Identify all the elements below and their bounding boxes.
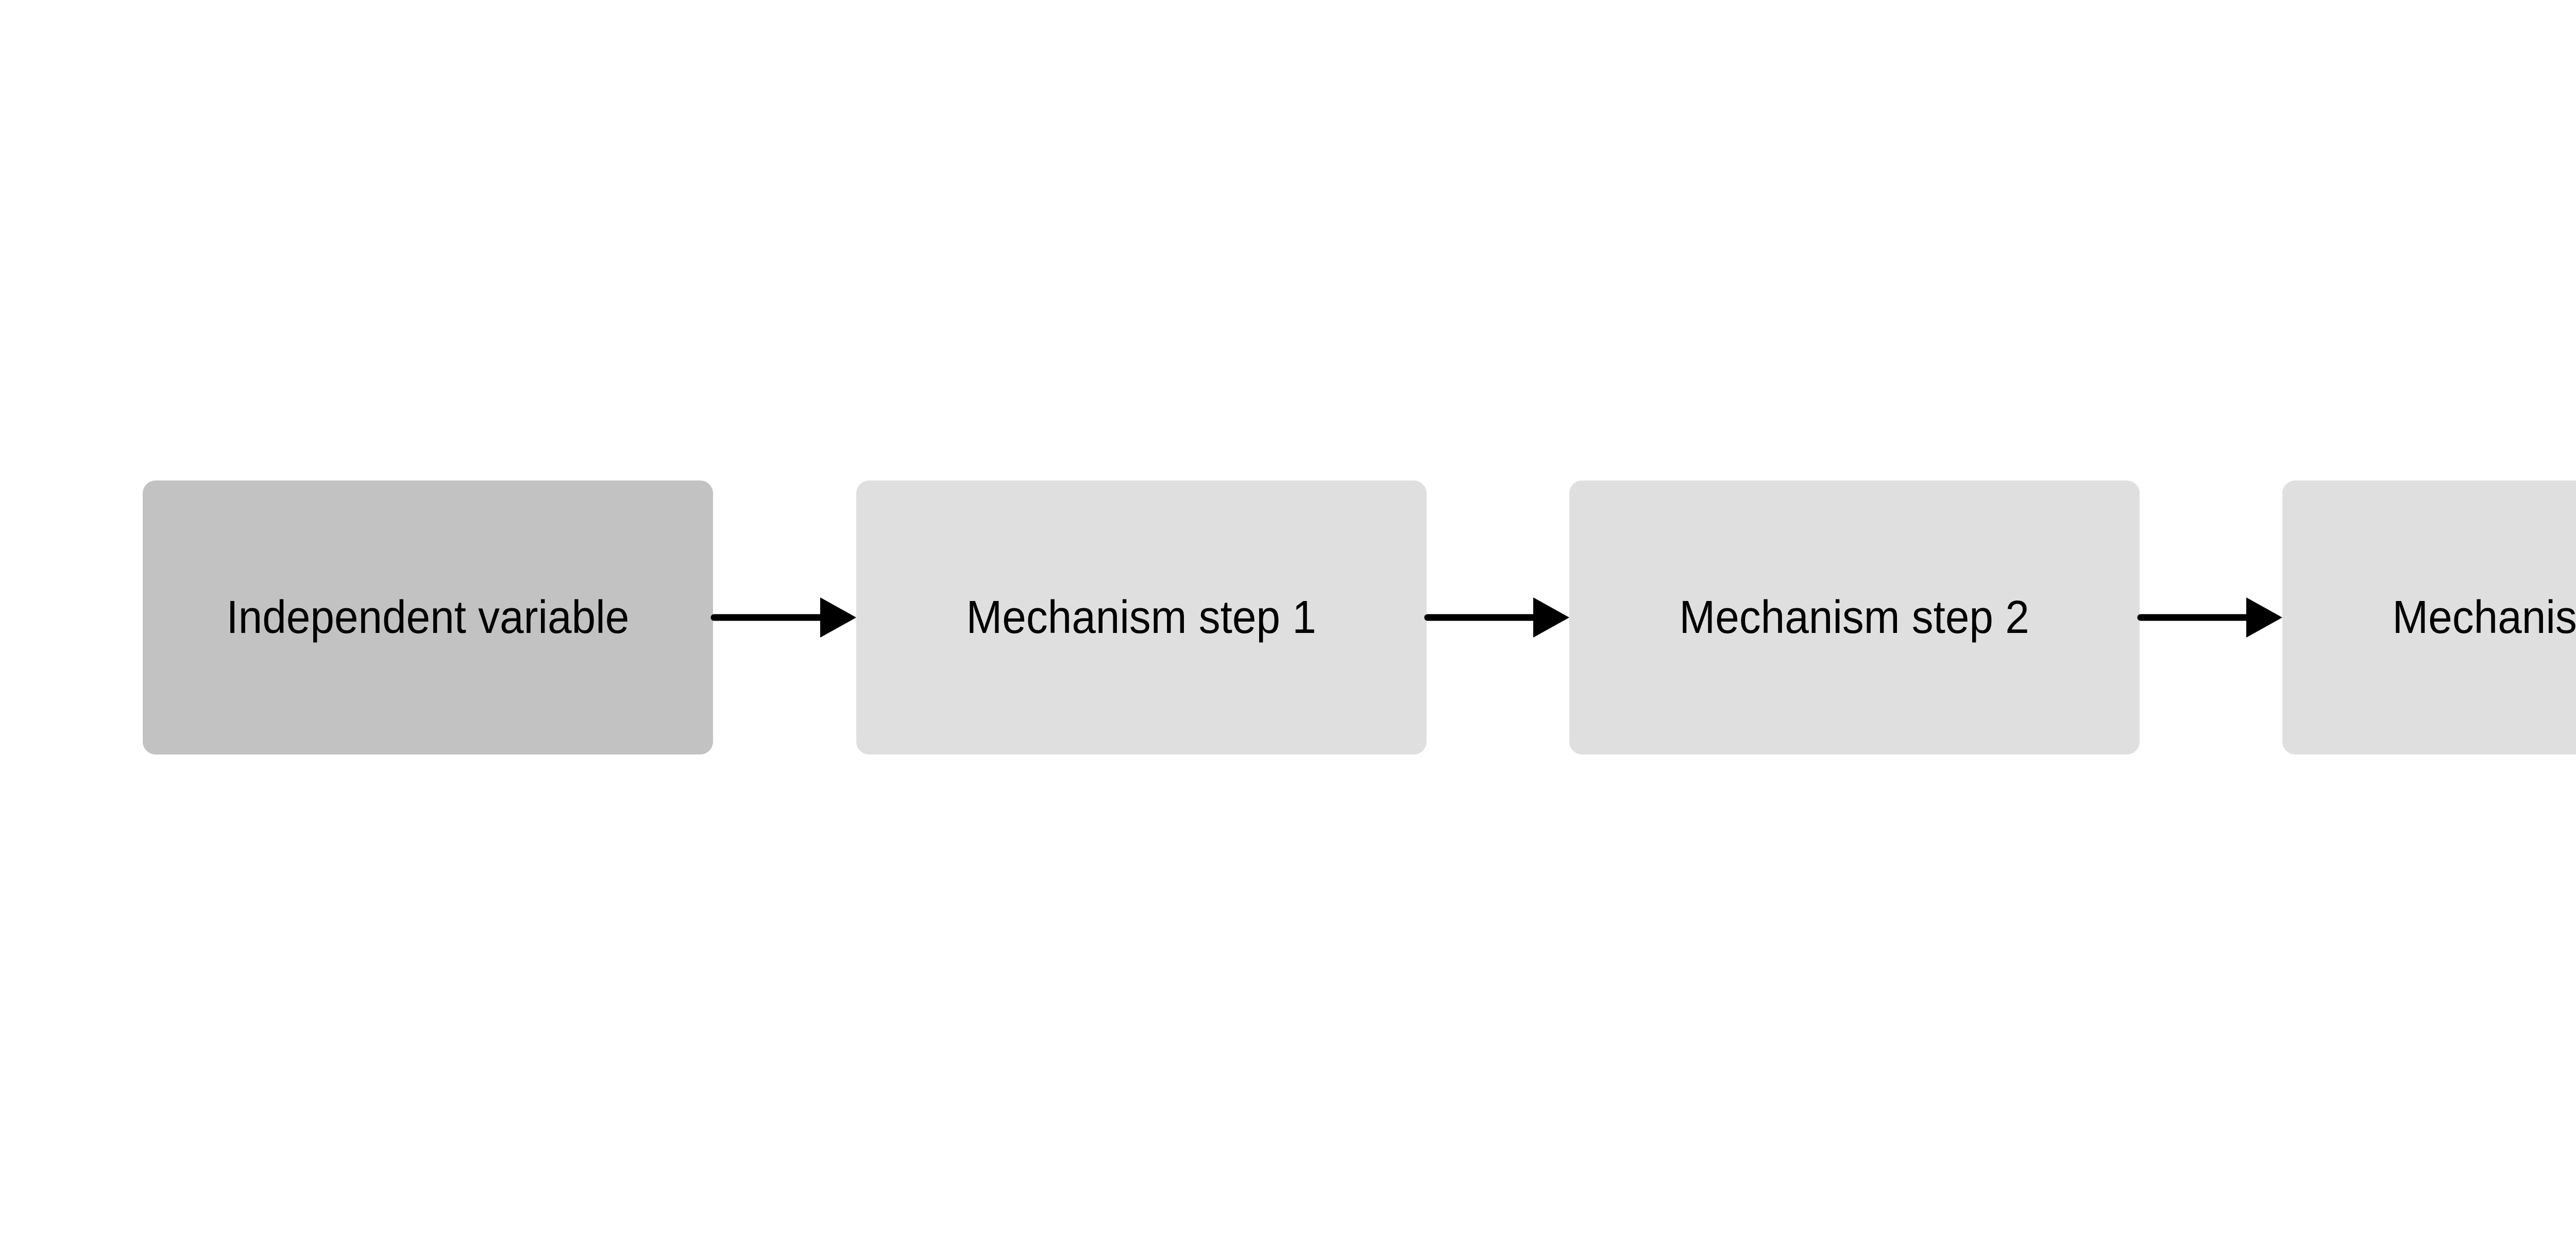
node-label-mechanism-step-1: Mechanism step 1: [966, 592, 1317, 643]
node-mechanism-step-3[interactable]: Mechanism step 3: [2282, 480, 2576, 754]
node-mechanism-step-2[interactable]: Mechanism step 2: [1569, 480, 2140, 754]
node-independent-variable[interactable]: Independent variable: [143, 480, 713, 754]
edge-mechanism-step-2-to-mechanism-step-3: [2137, 480, 2282, 754]
edge-mechanism-step-1-to-mechanism-step-2: [1424, 480, 1569, 754]
flow-sequence: Independent variable Mechanism step 1 Me…: [0, 480, 2576, 754]
node-label-independent-variable: Independent variable: [226, 592, 630, 643]
node-label-mechanism-step-2: Mechanism step 2: [1679, 592, 2030, 643]
node-mechanism-step-1[interactable]: Mechanism step 1: [856, 480, 1427, 754]
edge-independent-variable-to-mechanism-step-1: [710, 480, 856, 754]
node-label-mechanism-step-3: Mechanism step 3: [2392, 592, 2576, 643]
